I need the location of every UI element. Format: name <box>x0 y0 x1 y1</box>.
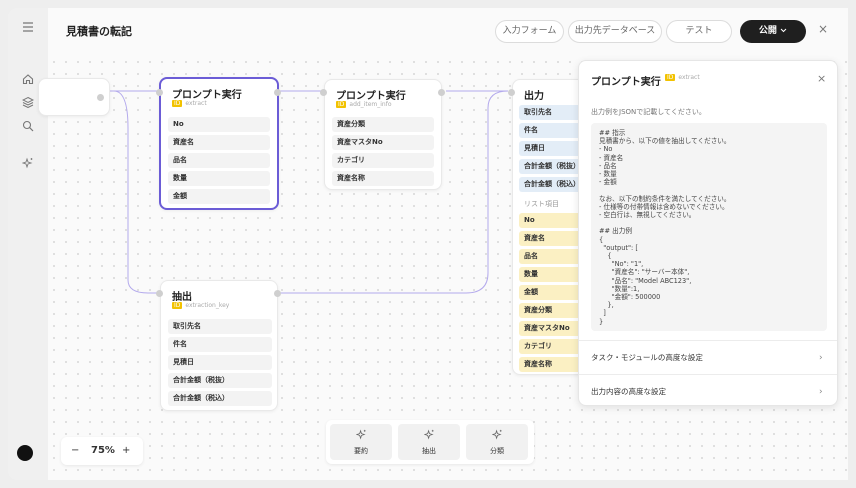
zoom-control: − 75% + <box>61 437 143 465</box>
id-badge: ID <box>336 101 347 108</box>
top-toolbar: 見積書の転記 入力フォーム 出力先データベース テスト 公開 × <box>48 8 848 54</box>
node-title: プロンプト実行 <box>336 91 406 102</box>
publish-button[interactable]: 公開 <box>740 20 806 43</box>
node-title: 抽出 <box>172 292 192 303</box>
node-field[interactable]: 資産マスタNo <box>332 135 434 150</box>
panel-title: プロンプト実行 <box>591 77 661 88</box>
zoom-in-button[interactable]: + <box>122 445 131 456</box>
prompt1-output-port[interactable] <box>274 89 281 96</box>
node-id-value: add_item_info <box>349 101 392 108</box>
list-section-label: リスト項目 <box>524 200 559 208</box>
task-advanced-settings-row[interactable]: タスク・モジュールの高度な設定 › <box>579 340 837 374</box>
id-badge: ID <box>172 302 183 309</box>
prompt2-input-port[interactable] <box>320 89 327 96</box>
menu-icon[interactable] <box>19 20 37 38</box>
palette-label: 要約 <box>354 447 368 455</box>
node-title: プロンプト実行 <box>172 90 242 101</box>
palette-label: 分類 <box>490 447 504 455</box>
prompt-textarea[interactable]: ## 指示 見積書から、以下の値を抽出してください。 - No - 資産名 - … <box>591 123 827 331</box>
home-icon[interactable] <box>19 73 37 91</box>
node-field[interactable]: 金額 <box>168 189 270 204</box>
avatar[interactable] <box>17 445 33 461</box>
sparkle-icon <box>398 429 460 443</box>
start-node[interactable] <box>38 78 110 116</box>
prompt1-input-port[interactable] <box>156 89 163 96</box>
node-field[interactable]: 品名 <box>168 153 270 168</box>
search-icon[interactable] <box>19 120 37 138</box>
extract-input-port[interactable] <box>156 290 163 297</box>
palette-extract-button[interactable]: 抽出 <box>398 424 460 460</box>
page-title: 見積書の転記 <box>66 25 132 38</box>
id-badge: ID <box>665 74 676 81</box>
node-field[interactable]: 数量 <box>168 171 270 186</box>
palette-label: 抽出 <box>422 447 436 455</box>
edge-extract-output <box>278 90 509 294</box>
close-icon[interactable]: × <box>817 72 827 85</box>
node-field[interactable]: 件名 <box>168 337 272 352</box>
edge-start-extract <box>113 90 160 294</box>
panel-node-id-value: extract <box>678 74 700 81</box>
node-field[interactable]: 資産名称 <box>332 171 434 186</box>
node-title: 出力 <box>524 91 544 102</box>
id-badge: ID <box>172 100 183 107</box>
node-id-value: extract <box>185 100 207 107</box>
zoom-level: 75% <box>91 445 115 456</box>
close-icon[interactable]: × <box>818 22 829 36</box>
prompt-hint: 出力例をJSONで記載してください。 <box>591 108 706 116</box>
row-label: 出力内容の高度な設定 <box>591 387 666 396</box>
node-field[interactable]: カテゴリ <box>332 153 434 168</box>
node-field[interactable]: 資産分類 <box>332 117 434 132</box>
palette-classify-button[interactable]: 分類 <box>466 424 528 460</box>
sparkle-icon[interactable] <box>19 157 37 175</box>
node-field[interactable]: 合計金額（税抜） <box>168 373 272 388</box>
sparkle-icon <box>330 429 392 443</box>
node-id-value: extraction_key <box>185 302 230 309</box>
node-field[interactable]: 合計金額（税込） <box>168 391 272 406</box>
publish-label: 公開 <box>758 26 777 36</box>
extract-output-port[interactable] <box>274 290 281 297</box>
palette-summarize-button[interactable]: 要約 <box>330 424 392 460</box>
node-palette: 要約 抽出 分類 <box>326 420 534 464</box>
output-db-button[interactable]: 出力先データベース <box>568 20 662 43</box>
chevron-right-icon: › <box>819 353 823 363</box>
test-button[interactable]: テスト <box>666 20 732 43</box>
row-label: タスク・モジュールの高度な設定 <box>591 353 703 362</box>
node-field[interactable]: 取引先名 <box>168 319 272 334</box>
start-output-port[interactable] <box>97 94 104 101</box>
edge-layer <box>110 90 509 294</box>
layers-icon[interactable] <box>19 96 37 114</box>
output-input-port[interactable] <box>508 89 515 96</box>
chevron-right-icon: › <box>819 387 823 397</box>
sparkle-icon <box>466 429 528 443</box>
zoom-out-button[interactable]: − <box>71 445 80 456</box>
node-field[interactable]: 見積日 <box>168 355 272 370</box>
input-form-button[interactable]: 入力フォーム <box>495 20 564 43</box>
node-field[interactable]: 資産名 <box>168 135 270 150</box>
node-field[interactable]: No <box>168 117 270 132</box>
output-advanced-settings-row[interactable]: 出力内容の高度な設定 › <box>579 374 837 408</box>
prompt2-output-port[interactable] <box>438 89 445 96</box>
chevron-down-icon <box>780 26 787 36</box>
